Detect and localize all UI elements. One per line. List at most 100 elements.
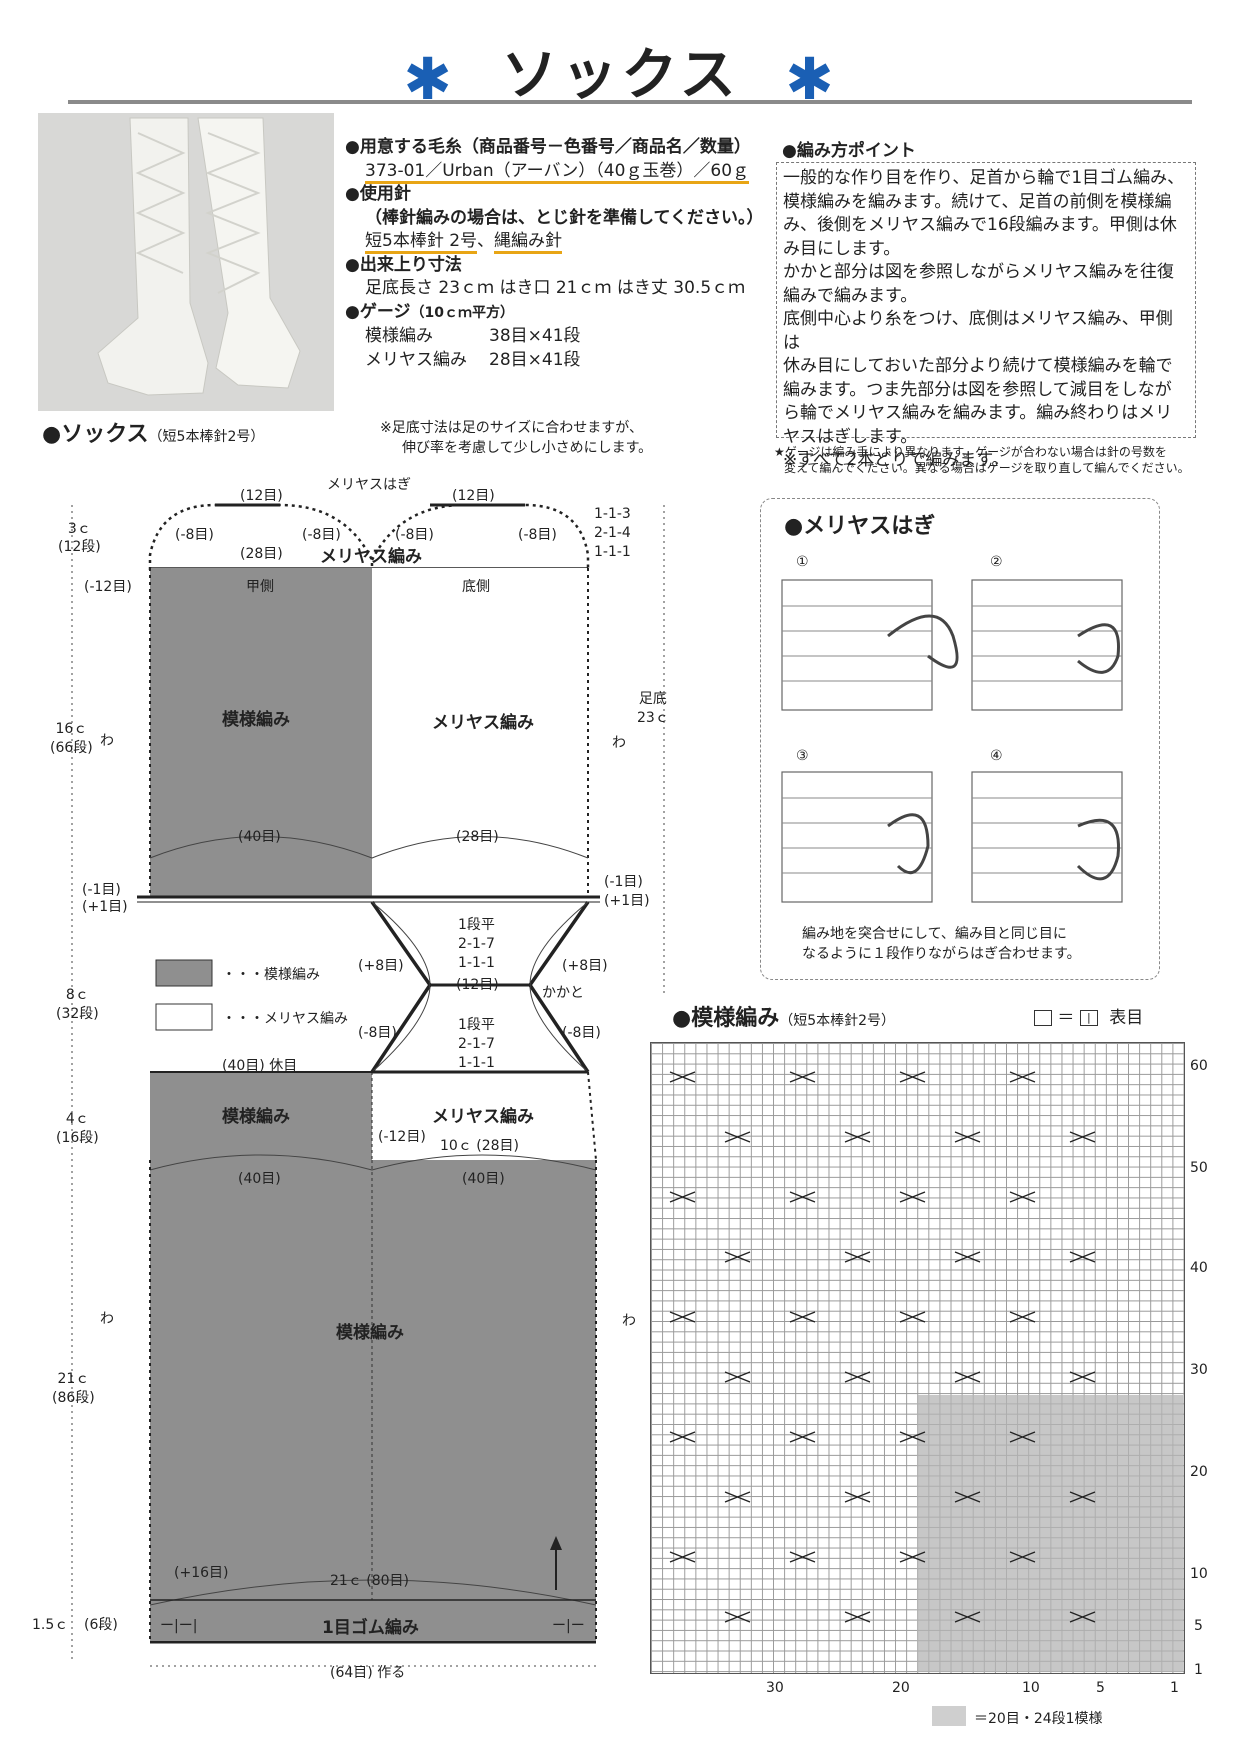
socks-photo [38, 113, 334, 411]
heel-rule-line: 2-1-7 [458, 936, 495, 952]
toe-dec-rule-line: 1-1-3 [594, 506, 631, 522]
gauge-note-line: ★ゲージは編み手により異なります。ゲージが合わない場合は針の号数を [774, 445, 1167, 459]
legend-equals: ＝ [1057, 1008, 1075, 1028]
dim-15c: 1.5ｃ [32, 1617, 69, 1633]
gauge-row1-value: 38目×41段 [489, 326, 581, 346]
heel-rule-line: 1-1-1 [458, 1055, 495, 1071]
points-line: 一般的な作り目を作り、足首から輪で1目ゴム編み、 [783, 168, 1185, 188]
dim-4c: 4ｃ (16段) [56, 1110, 99, 1148]
chart-row-label: 1 [1194, 1662, 1203, 1678]
ankle-minus12-label: (-12目) [378, 1129, 426, 1145]
gauge-note-line: 変えて編んでください。異なる場合はゲージを取り直して編んでください。 [784, 461, 1190, 475]
dim-rows: (32段) [56, 1006, 99, 1022]
heel-plus8: (+8目) [358, 958, 404, 974]
points-line: 模様編みを編みます。続けて、足首の前側を模様編 [783, 191, 1172, 212]
toe-dec-rule: 1-1-3 2-1-4 1-1-1 [594, 505, 631, 562]
points-line: ら輪でメリヤス編みを編みます。編み終わりはメリ [783, 403, 1173, 423]
socks-section-title: ●ソックス（短5本棒針2号） [42, 416, 264, 448]
toe-kitchener-label: メリヤスはぎ [327, 477, 411, 493]
repeat-swatch [932, 1706, 966, 1726]
size-value: 足底長さ 23ｃｍ はき口 21ｃｍ はき丈 30.5ｃｍ [365, 278, 746, 298]
points-heading: ●編み方ポイント [782, 141, 916, 161]
dim-rows: (16段) [56, 1130, 99, 1146]
sole-length-label: 足底 [638, 691, 667, 707]
kitchener-title: ●メリヤスはぎ [784, 514, 936, 539]
dim-value: 3ｃ [67, 521, 91, 537]
kitchener-note-line: 編み地を突合せにして、編み目と同じ目に [802, 926, 1067, 942]
heel-rule-line: 1段平 [458, 1017, 495, 1033]
chart-row-label: 10 [1190, 1566, 1208, 1582]
toe-dec-rule-line: 2-1-4 [594, 525, 631, 541]
chart-title-sub: （短5本棒針2号） [779, 1013, 896, 1029]
sole-length-value: 23ｃ [637, 710, 669, 726]
chart-row-label: 30 [1190, 1362, 1208, 1378]
toe-left-top-count: (12目) [240, 488, 283, 504]
rib-mark-left: ー|ー| [160, 1618, 198, 1634]
legend-pattern-label: ・・・模様編み [222, 967, 320, 983]
pattern-chart-marks [669, 1071, 1096, 1623]
blank-square-icon [1034, 1010, 1052, 1026]
chart-title: ●模様編み（短5本棒針2号） [672, 1000, 895, 1032]
chart-col-label: 5 [1096, 1680, 1105, 1696]
gauge-row2-value: 28目×41段 [489, 349, 581, 370]
socks-section-sub: （短5本棒針2号） [148, 429, 265, 445]
heel-bottom-rule: 1段平 2-1-7 1-1-1 [458, 1016, 495, 1073]
left-inc-dec: (-1目) (+1目) [82, 882, 128, 916]
gauge-row1-label: 模様編み [365, 326, 433, 346]
legend-meriyasu-swatch [155, 1003, 213, 1031]
plus-one: (+1目) [82, 899, 128, 915]
upper-pattern-area [150, 568, 372, 898]
foot-note: ※足底寸法は足のサイズに合わせますが、 伸び率を考慮して少し小さめにします。 [380, 418, 652, 458]
heel-rule-line: 1段平 [458, 917, 495, 933]
kitchener-note: 編み地を突合せにして、編み目と同じ目に なるように１段作りながらはぎ合わせます。 [802, 924, 1081, 964]
chart-row-label: 60 [1190, 1058, 1208, 1074]
toe-dec-rule-line: 1-1-1 [594, 544, 631, 560]
kitchener-note-line: なるように１段作りながらはぎ合わせます。 [802, 946, 1081, 962]
dim-rows: (86段) [52, 1390, 95, 1406]
leg-pattern-area [150, 1160, 596, 1640]
ankle-pattern-area [150, 1072, 372, 1160]
leg-plus16: (+16目) [174, 1565, 229, 1581]
kitchener-step-3: ③ [796, 748, 809, 764]
legend-meriyasu-label: ・・・メリヤス編み [222, 1011, 348, 1027]
foot-note-line: 伸び率を考慮して少し小さめにします。 [402, 440, 653, 456]
chart-title-label: ●模様編み [672, 1006, 780, 1031]
points-box: 一般的な作り目を作り、足首から輪で1目ゴム編み、 模様編みを編みます。続けて、足… [776, 162, 1196, 470]
cable-marks [669, 1071, 1096, 1623]
yarn-value: 373-01／Urban（アーバン）（40ｇ玉巻）／60ｇ [365, 160, 750, 184]
heel-label: かかと [542, 985, 584, 1001]
chart-col-label: 10 [1022, 1680, 1040, 1696]
foot-note-line: ※足底寸法は足のサイズに合わせますが、 [380, 420, 644, 436]
points-line: み目にします。 [783, 238, 901, 259]
round-mark: わ [622, 1313, 636, 1329]
leg-pattern-label: 模様編み [336, 1323, 404, 1343]
chart-col-label: 1 [1170, 1680, 1179, 1696]
kitchener-illustrations [781, 579, 1123, 903]
upper-meriyasu-label: メリヤス編み [432, 713, 534, 733]
dim-8c: 8ｃ (32段) [56, 986, 99, 1024]
ankle-meriyasu-area [372, 1072, 588, 1160]
upper-28-count: (28目) [456, 829, 499, 845]
toe-minus12-label: (-12目) [84, 579, 132, 595]
round-mark: わ [612, 735, 626, 751]
cast-on-label: (64目) 作る [330, 1665, 406, 1681]
dim-16c: 16ｃ (66段) [50, 720, 93, 758]
legend-pattern-swatch [155, 959, 213, 987]
heel-rule-line: 2-1-7 [458, 1036, 495, 1052]
needles-value-1: 短5本棒針 2号 [365, 231, 478, 254]
round-mark: わ [100, 733, 114, 749]
toe-dec-label: (-8目) [175, 527, 214, 543]
points-line: み、後側をメリヤス編みで16段編みます。甲側は休 [783, 215, 1177, 235]
rest-stitches-label: (40目) 休目 [222, 1058, 298, 1074]
toe-dec-label: (-8目) [395, 527, 434, 543]
upper-pattern-label: 模様編み [222, 710, 290, 730]
socks-section-label: ●ソックス [42, 422, 149, 447]
gauge-row2-label: メリヤス編み [365, 349, 467, 370]
ankle-width-label: 10ｃ (28目) [440, 1138, 520, 1154]
needles-note: （棒針編みの場合は、とじ針を準備してください。） [365, 207, 764, 228]
dim-value: 8ｃ [65, 987, 89, 1003]
size-heading: ●出来上り寸法 [345, 254, 462, 275]
title-text: ソックス [501, 43, 740, 108]
points-line: ヤスはぎします。 [783, 426, 918, 447]
